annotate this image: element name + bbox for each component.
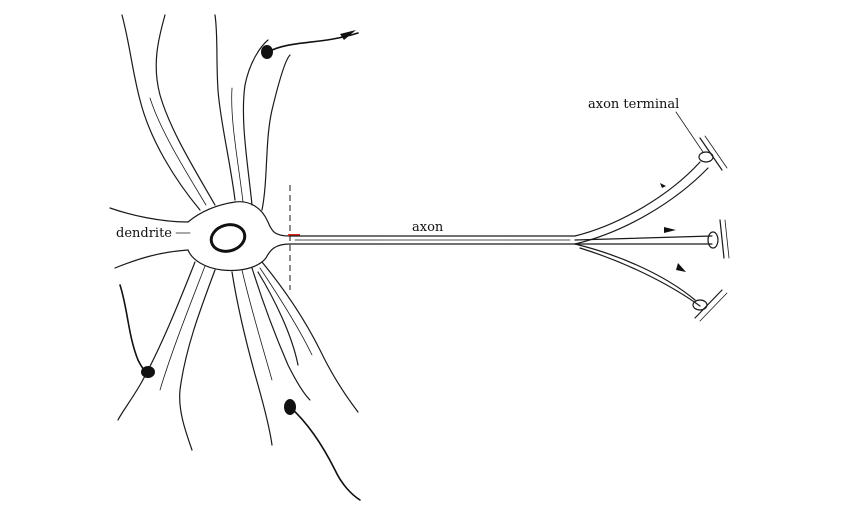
incoming-arrow-icon (340, 30, 356, 40)
dendrite-left (109, 207, 189, 223)
incoming-fiber-left (119, 284, 149, 374)
nucleus (209, 223, 247, 253)
soma-outline (187, 201, 291, 272)
axon-terminals (692, 135, 730, 322)
axon (289, 235, 576, 245)
axon-terminal-middle (707, 231, 719, 249)
arrow-middle-icon (664, 227, 676, 233)
dendrite-lower-right (261, 261, 359, 413)
synaptic-knob-top (261, 45, 273, 59)
dendrites (109, 14, 359, 451)
signal-direction-arrows (660, 183, 686, 272)
arrow-lower-icon (676, 263, 686, 272)
synaptic-knob-bottom (284, 399, 296, 415)
labels: dendrite axon axon terminal (116, 97, 704, 241)
incoming-fibers (119, 30, 361, 501)
incoming-fiber-bottom (289, 406, 361, 501)
label-axon-terminal-leader (675, 111, 704, 153)
arrow-upper-icon (660, 183, 666, 188)
dendrite-lower-left (117, 261, 196, 421)
dendrite-upper-left (121, 14, 201, 211)
cell-body (187, 201, 291, 272)
dendrite-lower-middle (231, 271, 273, 446)
label-axon-terminal: axon terminal (588, 97, 679, 112)
label-dendrite: dendrite (116, 226, 172, 241)
dendrite-upper-middle (214, 14, 236, 201)
synaptic-knob-left (141, 366, 155, 378)
axon-branches (574, 161, 713, 307)
label-axon: axon (412, 220, 444, 235)
